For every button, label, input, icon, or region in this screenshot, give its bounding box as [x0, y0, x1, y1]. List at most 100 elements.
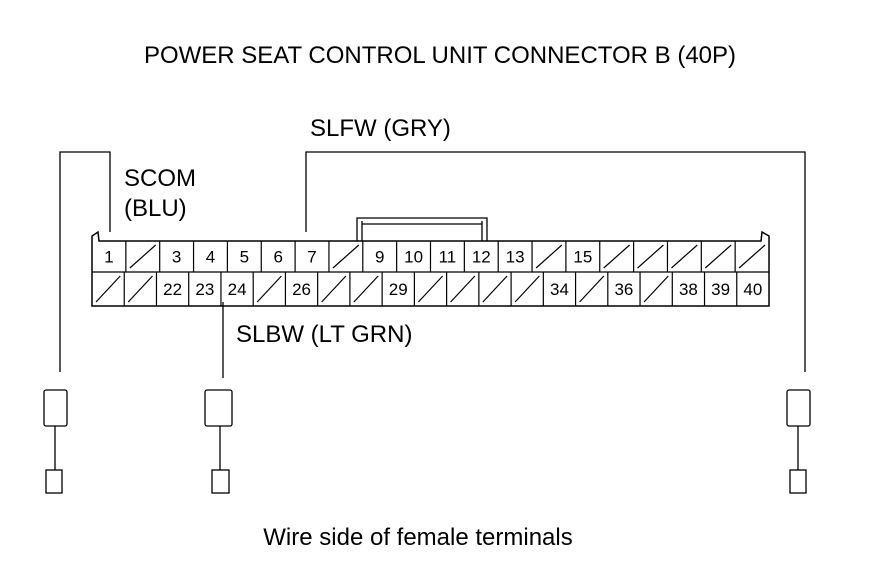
connector-cavity: [123, 272, 153, 306]
terminal-number: 5: [240, 248, 249, 267]
terminal-number: 11: [439, 248, 457, 267]
connector-cavity: [639, 272, 669, 306]
connector-cavity: [632, 241, 664, 272]
vacant-cavity-mark: [450, 275, 476, 303]
connector-cavity: [734, 241, 766, 272]
footer-caption: Wire side of female terminals: [263, 524, 572, 551]
vacant-cavity-mark: [738, 244, 766, 269]
terminal-number: 13: [506, 248, 525, 267]
connector-cavity: [666, 241, 698, 272]
connector-cavity: [599, 241, 630, 272]
terminal-number: 9: [375, 248, 384, 267]
connector-cavity: 36: [607, 272, 633, 306]
vacant-cavity-mark: [603, 244, 630, 269]
connector-cavity: 5: [226, 241, 249, 272]
terminal-number: 23: [195, 280, 214, 299]
terminal-number: 24: [228, 280, 247, 299]
vacant-cavity-mark: [643, 275, 669, 303]
vacant-cavity-mark: [353, 275, 379, 303]
connector-cavity: 34: [542, 272, 569, 306]
connector-cavity: 40: [736, 272, 762, 306]
terminal-number: 26: [292, 280, 311, 299]
terminal-middle: [204, 389, 233, 494]
vacant-cavity-mark: [704, 244, 732, 269]
slfw-label: SLFW (GRY): [310, 115, 451, 142]
vacant-cavity-mark: [417, 275, 444, 303]
connector-cavity: [125, 241, 157, 272]
terminal-number: 34: [550, 280, 569, 299]
vacant-cavity-mark: [95, 275, 121, 303]
wire-lines: [59, 151, 806, 378]
connector-cavity: 4: [192, 241, 215, 272]
connector-cavity: 24: [220, 272, 247, 306]
vacant-cavity-mark: [579, 275, 605, 303]
slbw-label: SLBW (LT GRN): [236, 321, 412, 348]
connector-cavity: 3: [159, 241, 181, 272]
connector-cavity: 23: [188, 272, 214, 306]
terminal-number: 15: [573, 248, 592, 267]
connector-cavity: [349, 272, 379, 306]
scom-wire: [59, 151, 111, 372]
connector-cavity: 6: [260, 241, 283, 272]
vacant-cavity-mark: [127, 275, 153, 303]
connector-cavity: 38: [671, 272, 698, 306]
connector-cavity: 9: [362, 241, 384, 272]
connector-cavity: 29: [381, 272, 408, 306]
connector-cavity: [95, 275, 121, 303]
terminal-number: 3: [172, 248, 181, 267]
vacant-cavity-mark: [256, 275, 282, 303]
terminal-number: 40: [743, 280, 762, 299]
scom-label-line2: (BLU): [124, 195, 187, 222]
connector-cavity: [531, 241, 563, 272]
slfw-wire: [305, 151, 806, 372]
vacant-cavity-mark: [514, 275, 540, 303]
connector-cavity: [510, 272, 540, 306]
connector-cavity: 15: [565, 241, 592, 272]
vacant-cavity-mark: [332, 244, 360, 269]
terminal-number: 4: [206, 248, 215, 267]
connector-cavity: [446, 272, 476, 306]
terminal-number: 39: [711, 280, 730, 299]
terminals: [43, 389, 811, 494]
connector-cavity: [700, 241, 732, 272]
terminal-number: 36: [614, 280, 633, 299]
terminal-right: [786, 389, 811, 494]
connector-cavity: [328, 241, 360, 272]
connector-cavity: 1: [104, 248, 113, 267]
terminal-number: 38: [679, 280, 698, 299]
terminal-number: 12: [472, 248, 491, 267]
connector-cavity: 13: [497, 241, 525, 272]
terminal-number: 7: [307, 248, 316, 267]
terminal-number: 6: [273, 248, 282, 267]
connector-cavity: [252, 272, 282, 306]
scom-label-line1: SCOM: [124, 165, 196, 192]
vacant-cavity-mark: [482, 275, 508, 303]
connector-row-2: 22 23 24 26 29 34 36 38 39 40: [95, 272, 762, 306]
connector-cavity: [478, 272, 508, 306]
terminal-number: 1: [104, 248, 113, 267]
connector-cavity: 26: [284, 272, 311, 306]
connector-cavity: 22: [155, 272, 182, 306]
connector-cavity: 11: [429, 241, 457, 272]
diagram-title: POWER SEAT CONTROL UNIT CONNECTOR B (40P…: [144, 42, 736, 69]
vacant-cavity-mark: [535, 244, 563, 269]
connector-cavity: 12: [463, 241, 491, 272]
connector-cavity: 10: [396, 241, 423, 272]
vacant-cavity-mark: [321, 275, 347, 303]
connector-cavity: [574, 272, 605, 306]
vacant-cavity-mark: [637, 244, 664, 269]
connector-cavity: [413, 272, 444, 306]
terminal-left: [43, 389, 68, 494]
terminal-number: 29: [389, 280, 408, 299]
connector-cavity: 39: [703, 272, 730, 306]
connector-cavity: [317, 272, 347, 306]
vacant-cavity-mark: [129, 244, 157, 269]
connector-latch: [356, 217, 488, 241]
terminal-number: 22: [163, 280, 182, 299]
terminal-number: 10: [404, 248, 423, 267]
connector-cavity: 7: [294, 241, 317, 272]
vacant-cavity-mark: [671, 244, 698, 269]
